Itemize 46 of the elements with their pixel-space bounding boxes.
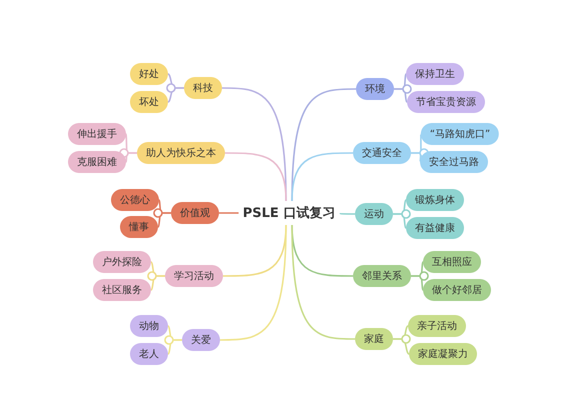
topic-pill: 公德心 — [111, 189, 159, 211]
branch-line — [219, 212, 239, 214]
topic-pill: 运动 — [355, 203, 393, 225]
topic-pill: 节省宝贵资源 — [407, 91, 485, 113]
topic-pill: 社区服务 — [93, 279, 151, 301]
topic-pill: 学习活动 — [165, 265, 223, 287]
branch-line — [168, 87, 184, 103]
topic-pill: 好处 — [130, 63, 168, 85]
branch-line — [220, 224, 287, 341]
topic-pill: 保持卫生 — [406, 63, 464, 85]
topic-pill: 价值观 — [171, 202, 219, 224]
topic-pill: 做个好邻居 — [423, 279, 491, 301]
topic-pill: 交通安全 — [353, 142, 411, 164]
topic-pill: 关爱 — [182, 329, 220, 351]
topic-pill: 邻里关系 — [353, 265, 411, 287]
topic-pill: 户外探险 — [93, 251, 151, 273]
branch-line — [393, 213, 407, 228]
topic-pill: 有益健康 — [406, 217, 464, 239]
topic-pill: 懂事 — [120, 216, 158, 238]
branch-line — [167, 339, 182, 354]
topic-pill: 家庭 — [355, 328, 393, 350]
branch-line — [225, 152, 287, 202]
topic-pill: 克服困难 — [68, 151, 126, 173]
topic-pill: 互相照应 — [423, 251, 481, 273]
topic-pill: 助人为快乐之本 — [137, 142, 225, 164]
topic-pill: 伸出援手 — [68, 123, 126, 145]
branch-line — [394, 88, 408, 102]
topic-pill: 家庭凝聚力 — [409, 343, 477, 365]
topic-pill: 锻炼身体 — [406, 189, 464, 211]
branch-line — [291, 224, 355, 340]
topic-pill: 亲子活动 — [408, 315, 466, 337]
topic-pill: 老人 — [130, 343, 168, 365]
topic-pill: 安全过马路 — [420, 151, 488, 173]
branch-line — [411, 152, 422, 162]
topic-pill: 动物 — [130, 315, 168, 337]
branch-line — [291, 152, 353, 202]
topic-pill: 坏处 — [130, 91, 168, 113]
branch-line — [393, 338, 410, 355]
branch-line — [411, 275, 424, 290]
branch-line — [125, 152, 137, 162]
topic-pill: “马路知虎口” — [420, 123, 500, 145]
branch-line — [150, 275, 165, 290]
topic-pill: 环境 — [356, 78, 394, 100]
branch-line — [338, 212, 355, 215]
topic-pill: 科技 — [184, 77, 222, 99]
branch-line — [157, 212, 171, 228]
